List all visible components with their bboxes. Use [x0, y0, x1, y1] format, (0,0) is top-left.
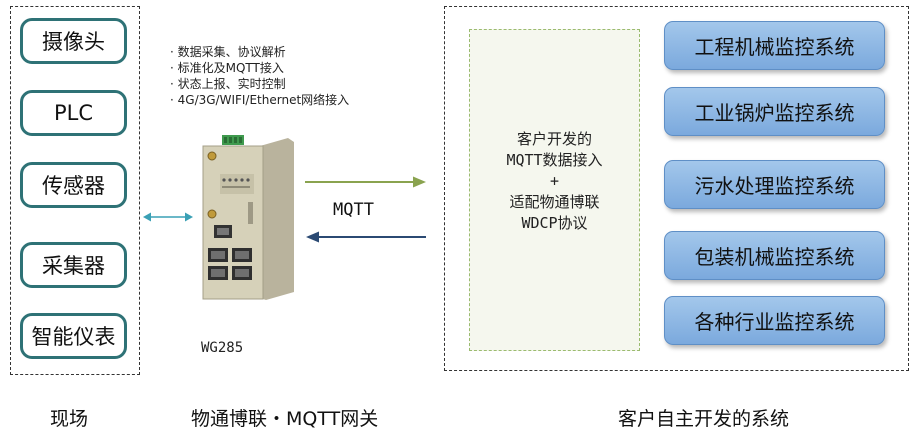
system-packaging-machinery: 包装机械监控系统	[664, 231, 885, 280]
mqtt-protocol-label: MQTT	[333, 200, 374, 220]
integration-line: +	[549, 172, 560, 190]
system-industrial-boiler: 工业锅炉监控系统	[664, 87, 885, 136]
device-collector: 采集器	[20, 242, 127, 288]
uplink-arrow	[305, 176, 426, 188]
bidirectional-arrow	[143, 212, 193, 222]
integration-line: 客户开发的	[516, 130, 592, 148]
feature-item: · 4G/3G/WIFI/Ethernet网络接入	[170, 93, 350, 107]
caption-field: 现场	[50, 408, 89, 430]
field-group-frame	[10, 6, 140, 375]
integration-line: MQTT数据接入	[506, 151, 603, 169]
downlink-arrow	[306, 231, 426, 243]
feature-item: · 标准化及MQTT接入	[170, 61, 284, 75]
client-group-frame	[444, 6, 909, 371]
caption-client-system: 客户自主开发的系统	[618, 408, 790, 430]
integration-line: 适配物通博联	[509, 193, 600, 211]
device-plc: PLC	[20, 90, 127, 136]
system-construction-machinery: 工程机械监控系统	[664, 21, 885, 70]
integration-box: 客户开发的 MQTT数据接入 + 适配物通博联 WDCP协议	[469, 29, 640, 351]
gateway-device-image	[202, 135, 294, 300]
caption-gateway: 物通博联・MQTT网关	[191, 408, 379, 430]
system-various-industries: 各种行业监控系统	[664, 296, 885, 345]
feature-item: · 状态上报、实时控制	[170, 77, 286, 91]
integration-line: WDCP协议	[521, 214, 588, 232]
device-sensor: 传感器	[20, 162, 127, 208]
gateway-feature-list: · 数据采集、协议解析 · 标准化及MQTT接入 · 状态上报、实时控制 · 4…	[170, 44, 349, 108]
feature-item: · 数据采集、协议解析	[170, 45, 286, 59]
system-wastewater: 污水处理监控系统	[664, 160, 885, 209]
device-camera: 摄像头	[20, 18, 127, 64]
device-smart-meter: 智能仪表	[20, 313, 127, 359]
gateway-model-label: WG285	[201, 340, 244, 356]
